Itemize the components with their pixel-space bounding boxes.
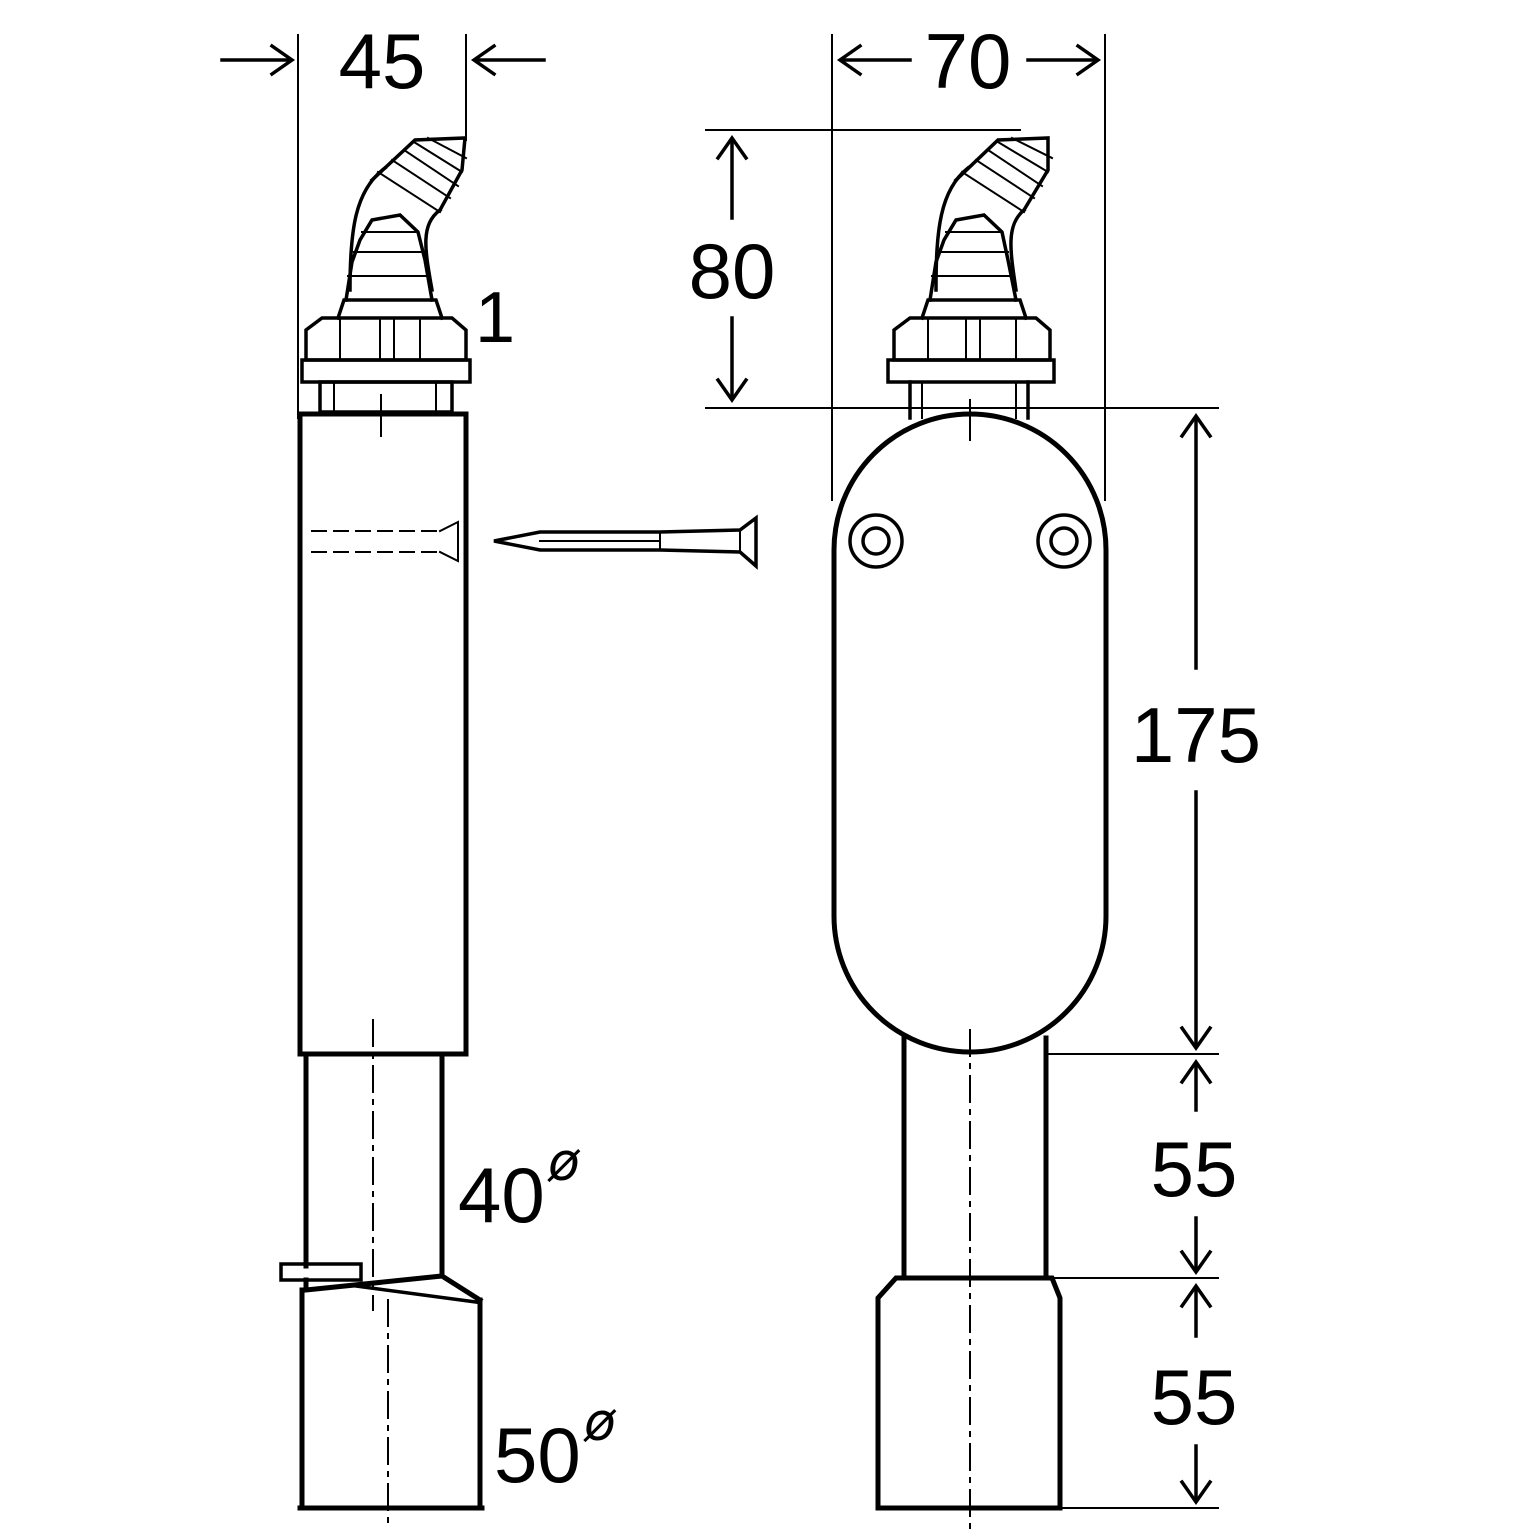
outlet-diameter-symbol: ø bbox=[583, 1393, 617, 1453]
dimension-front-width: 70 bbox=[925, 17, 1012, 105]
dimension-lower-height-2: 55 bbox=[1151, 1353, 1238, 1441]
dimension-lower-height-1: 55 bbox=[1151, 1125, 1238, 1213]
dimension-45-arrows bbox=[220, 43, 546, 77]
hose-connector bbox=[335, 136, 468, 321]
pipe-transition bbox=[279, 1262, 484, 1304]
front-hose-connector bbox=[919, 136, 1054, 321]
side-body bbox=[297, 411, 469, 1057]
side-view: 45 bbox=[220, 17, 758, 1529]
mounting-hole-right bbox=[1036, 513, 1092, 569]
dimension-outlet-diameter: 50 bbox=[494, 1411, 581, 1499]
inlet-pipe bbox=[303, 1019, 445, 1311]
dimension-body-height: 175 bbox=[1131, 691, 1261, 779]
inlet-diameter-symbol: ø bbox=[547, 1133, 581, 1193]
union-nut bbox=[300, 316, 472, 414]
outlet-pipe bbox=[297, 1287, 485, 1529]
front-body bbox=[831, 411, 1109, 1055]
front-view: 70 80 bbox=[689, 17, 1261, 1529]
dimension-top-height: 80 bbox=[689, 227, 776, 315]
dimension-55-lower-arrows bbox=[1179, 1282, 1213, 1506]
dimension-175-arrows bbox=[1179, 412, 1213, 1052]
mounting-hole-left bbox=[848, 513, 904, 569]
dimension-80-arrows bbox=[715, 134, 749, 404]
dimension-side-width: 45 bbox=[339, 17, 426, 105]
dimension-55-upper-arrows bbox=[1179, 1058, 1213, 1276]
screw bbox=[493, 514, 758, 570]
front-union-nut bbox=[886, 316, 1056, 420]
dimension-inlet-diameter: 40 bbox=[458, 1151, 545, 1239]
callout-label: 1 bbox=[475, 278, 515, 358]
dimension-70-arrows bbox=[836, 43, 1102, 77]
